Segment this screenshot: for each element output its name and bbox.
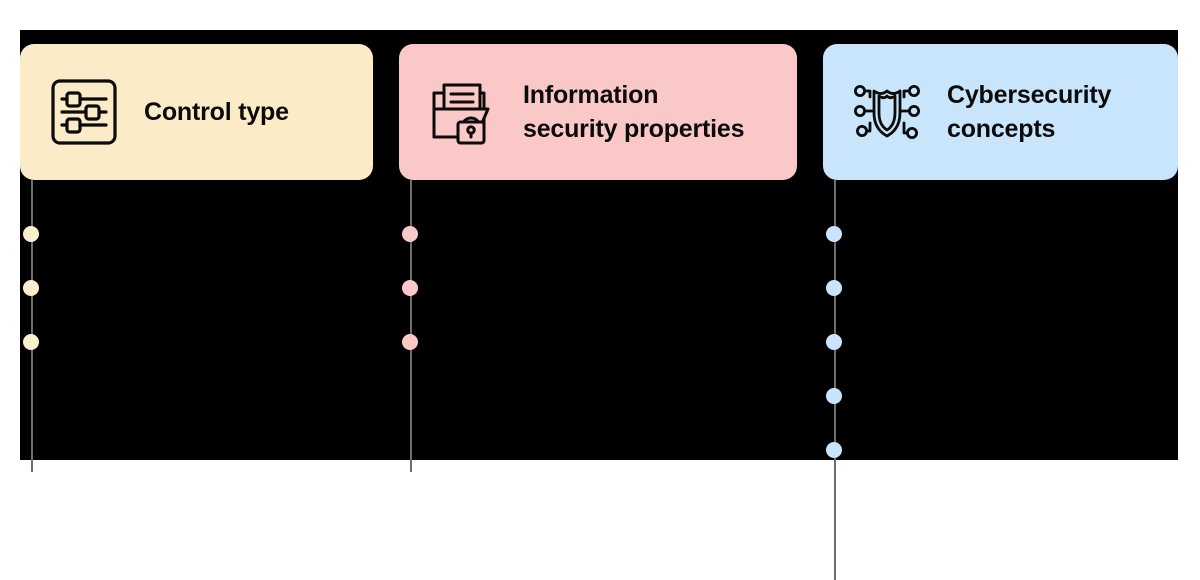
column-control-type: Control type [20,44,373,472]
timeline-node[interactable] [826,280,842,296]
diagram-stage: Control type [20,30,1178,580]
timeline-line [31,180,33,472]
timeline-node[interactable] [402,334,418,350]
timeline-line [834,180,836,580]
timeline-cybersecurity-concepts [823,180,1178,580]
timeline-node[interactable] [826,226,842,242]
card-cybersecurity-concepts[interactable]: Cybersecurity concepts [823,44,1178,180]
timeline-control-type [20,180,373,472]
timeline-node[interactable] [23,334,39,350]
card-title-control-type: Control type [144,97,289,126]
column-information-security-properties: Information security properties [399,44,797,472]
sliders-settings-icon [46,74,122,150]
card-title-cybersecurity-concepts: Cybersecurity concepts [947,80,1112,144]
timeline-node[interactable] [23,226,39,242]
timeline-node[interactable] [826,334,842,350]
timeline-node[interactable] [826,442,842,458]
card-control-type[interactable]: Control type [20,44,373,180]
card-information-security-properties[interactable]: Information security properties [399,44,797,180]
column-cybersecurity-concepts: Cybersecurity concepts [823,44,1178,580]
folder-document-lock-icon [425,74,501,150]
shield-circuit-icon [849,74,925,150]
timeline-node[interactable] [402,280,418,296]
timeline-node[interactable] [402,226,418,242]
card-title-information-security-properties: Information security properties [523,80,745,144]
timeline-node[interactable] [826,388,842,404]
timeline-information-security-properties [399,180,797,472]
timeline-node[interactable] [23,280,39,296]
timeline-line [410,180,412,472]
category-columns: Control type [20,44,1178,580]
